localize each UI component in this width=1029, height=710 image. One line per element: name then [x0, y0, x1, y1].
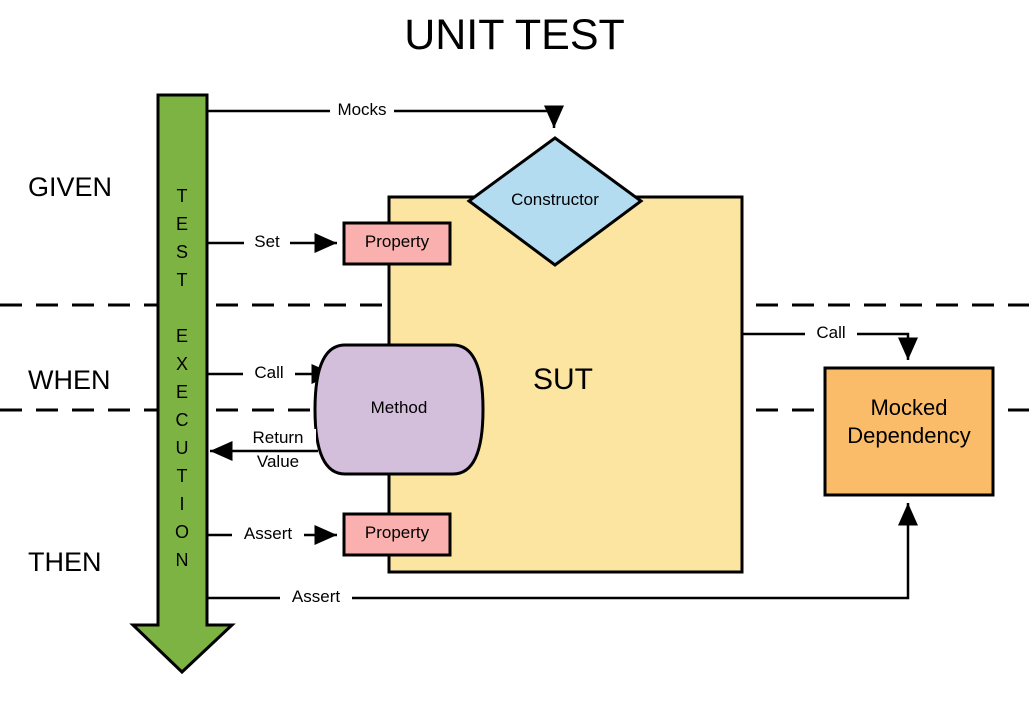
test-execution-letter: I	[179, 494, 185, 514]
test-execution-letter: U	[175, 438, 189, 458]
edge-label-assert-property: Assert	[232, 524, 304, 544]
test-execution-letter: O	[174, 522, 189, 542]
mocked-dependency-label-line1: Mocked	[870, 395, 948, 420]
mocked-dependency-box	[823, 366, 995, 497]
edge-label-call-method: Call	[243, 363, 295, 383]
edge-label-set: Set	[244, 232, 290, 252]
sut-label: SUT	[533, 363, 593, 396]
property-bottom-box	[342, 512, 452, 557]
edge-assert-mock-line	[207, 503, 918, 600]
test-execution-letter: E	[175, 382, 188, 402]
test-execution-letter: T	[176, 270, 188, 290]
phase-label-then: THEN	[28, 547, 102, 577]
method-label: Method	[370, 398, 428, 417]
method-shape	[313, 343, 485, 476]
mocked-dependency-label-line2: Dependency	[847, 423, 971, 448]
edge-label-assert-mock: Assert	[280, 587, 352, 607]
constructor-diamond	[466, 136, 644, 267]
test-execution-letter: S	[175, 242, 188, 262]
phase-label-given: GIVEN	[28, 172, 113, 202]
constructor-label: Constructor	[511, 190, 599, 209]
property-bottom-label: Property	[364, 523, 430, 542]
property-top-label: Property	[364, 232, 430, 251]
edge-label-return-value-line2: Value	[240, 452, 316, 472]
test-execution-letter: X	[175, 354, 188, 374]
test-execution-letter: C	[175, 410, 189, 430]
test-execution-letter: E	[175, 214, 188, 234]
page-title: UNIT TEST	[404, 11, 625, 59]
test-execution-letter: N	[175, 550, 189, 570]
property-top-box	[342, 221, 452, 266]
test-execution-arrow	[129, 93, 236, 675]
test-execution-letter: T	[176, 186, 188, 206]
test-execution-letter: T	[176, 466, 188, 486]
phase-label-when: WHEN	[28, 365, 111, 395]
test-execution-letter: E	[175, 326, 188, 346]
edge-mocks-line	[207, 105, 564, 128]
edge-label-return-value-line1: Return	[240, 428, 316, 448]
edge-call-dependency-line	[742, 332, 918, 360]
edge-label-call-dependency: Call	[805, 323, 857, 343]
edge-label-mocks: Mocks	[330, 100, 394, 120]
